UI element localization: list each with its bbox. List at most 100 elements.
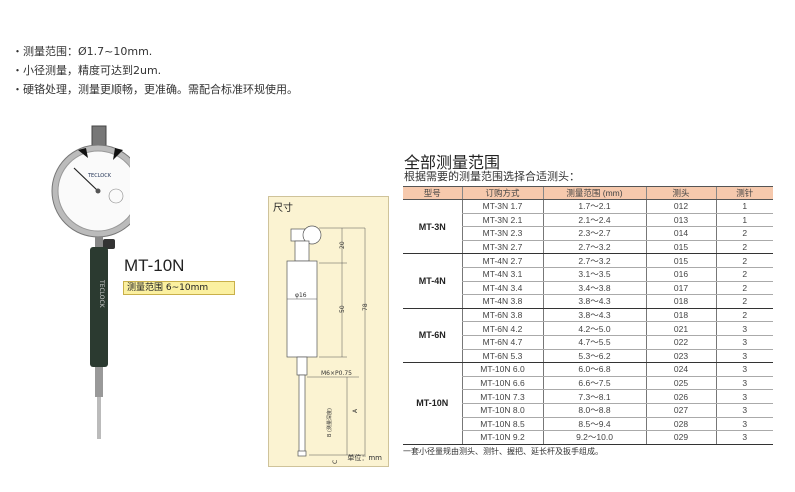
order-code: MT-6N 4.2: [461, 321, 543, 336]
needle-cell: 3: [715, 430, 773, 445]
order-code: MT-3N 1.7: [461, 199, 543, 214]
needle-cell: 2: [715, 294, 773, 309]
order-code: MT-10N 8.5: [461, 417, 543, 432]
group-model: MT-4N: [403, 253, 462, 309]
order-code: MT-6N 5.3: [461, 349, 543, 364]
dim-c: C: [332, 460, 339, 464]
feature-item: ・小径测量，精度可达到2um.: [12, 64, 162, 77]
range-cell: 3.1～3.5: [542, 267, 646, 282]
needle-cell: 3: [715, 349, 773, 364]
table-note: 一套小径量规由测头、测针、握把、延长杆及扳手组成。: [403, 447, 603, 456]
range-cell: 6.6～7.5: [542, 376, 646, 391]
head-cell: 018: [645, 294, 716, 309]
header-order: 订购方式: [461, 186, 543, 200]
group-model: MT-3N: [403, 199, 462, 255]
needle-cell: 2: [715, 267, 773, 282]
needle-cell: 1: [715, 213, 773, 228]
dim-20: 20: [339, 241, 346, 249]
header-needle: 测针: [715, 186, 773, 200]
dimension-diagram: 20 50 78 φ16 M6×P0.75 A B (测量深度) C: [286, 225, 369, 464]
range-cell: 8.0～8.8: [542, 403, 646, 418]
range-cell: 2.1～2.4: [542, 213, 646, 228]
needle-cell: 2: [715, 308, 773, 323]
head-cell: 028: [645, 417, 716, 432]
range-cell: 4.7～5.5: [542, 335, 646, 350]
needle-cell: 2: [715, 281, 773, 296]
needle-cell: 2: [715, 240, 773, 255]
range-cell: 7.3～8.1: [542, 389, 646, 404]
order-code: MT-4N 3.1: [461, 267, 543, 282]
dimension-drawing: 尺寸 20 50 78 φ16 M6×P0.75 A B (测量深度) C 单位…: [268, 196, 389, 467]
order-code: MT-3N 2.7: [461, 240, 543, 255]
dim-diameter: φ16: [295, 292, 307, 299]
needle-cell: 3: [715, 376, 773, 391]
order-code: MT-4N 3.8: [461, 294, 543, 309]
needle-cell: 3: [715, 335, 773, 350]
head-cell: 029: [645, 430, 716, 445]
header-range: 测量范围 (mm): [542, 186, 646, 200]
order-code: MT-10N 7.3: [461, 389, 543, 404]
needle-cell: 3: [715, 403, 773, 418]
needle-cell: 2: [715, 253, 773, 268]
range-cell: 3.8～4.3: [542, 308, 646, 323]
feature-item: ・测量范围：Ø1.7~10mm.: [12, 45, 153, 58]
range-cell: 2.3～2.7: [542, 226, 646, 241]
order-code: MT-3N 2.3: [461, 226, 543, 241]
head-cell: 017: [645, 281, 716, 296]
order-code: MT-3N 2.1: [461, 213, 543, 228]
product-range-label: 测量范围 6~10mm: [123, 281, 235, 295]
head-cell: 022: [645, 335, 716, 350]
range-cell: 3.4～3.8: [542, 281, 646, 296]
head-cell: 025: [645, 376, 716, 391]
range-cell: 2.7～3.2: [542, 240, 646, 255]
range-cell: 2.7～3.2: [542, 253, 646, 268]
needle-cell: 3: [715, 389, 773, 404]
head-cell: 013: [645, 213, 716, 228]
range-cell: 8.5～9.4: [542, 417, 646, 432]
order-code: MT-6N 4.7: [461, 335, 543, 350]
feature-item: ・硬铬处理，测量更顺畅，更准确。需配合标准环规使用。: [12, 83, 298, 96]
head-cell: 016: [645, 267, 716, 282]
group-model: MT-10N: [403, 362, 462, 445]
range-cell: 1.7～2.1: [542, 199, 646, 214]
range-cell: 6.0～6.8: [542, 362, 646, 377]
needle-cell: 3: [715, 362, 773, 377]
order-code: MT-10N 9.2: [461, 430, 543, 445]
needle-cell: 1: [715, 199, 773, 214]
head-cell: 024: [645, 362, 716, 377]
table-subtitle: 根据需要的测量范围选择合适测头：: [404, 170, 580, 183]
table-title: 全部测量范围: [404, 153, 501, 172]
order-code: MT-4N 3.4: [461, 281, 543, 296]
dim-a: A: [352, 408, 359, 413]
bore-gauge-image: TECLOCK TECLOCK: [51, 125, 130, 439]
product-model: MT-10N: [124, 256, 185, 275]
head-cell: 027: [645, 403, 716, 418]
head-cell: 015: [645, 253, 716, 268]
order-code: MT-6N 3.8: [461, 308, 543, 323]
needle-cell: 3: [715, 417, 773, 432]
needle-cell: 3: [715, 321, 773, 336]
head-cell: 023: [645, 349, 716, 364]
dim-50: 50: [339, 305, 346, 313]
order-code: MT-4N 2.7: [461, 253, 543, 268]
head-cell: 021: [645, 321, 716, 336]
header-head: 测头: [645, 186, 716, 200]
head-cell: 014: [645, 226, 716, 241]
needle-cell: 2: [715, 226, 773, 241]
unit-label: 单位：mm: [347, 454, 382, 462]
head-cell: 026: [645, 389, 716, 404]
range-cell: 9.2～10.0: [542, 430, 646, 445]
range-cell: 4.2～5.0: [542, 321, 646, 336]
